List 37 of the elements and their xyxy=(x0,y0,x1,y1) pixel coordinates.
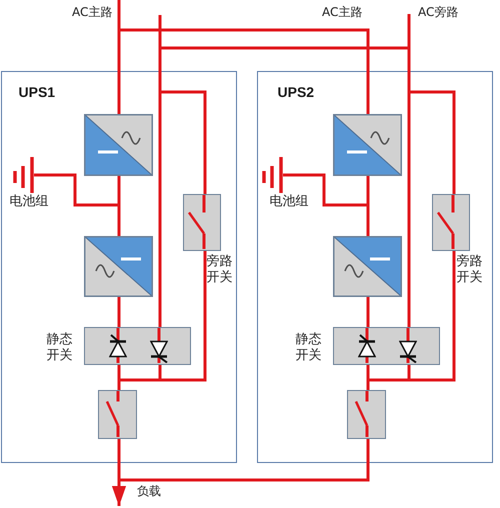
inverter-block xyxy=(332,236,402,296)
arrow xyxy=(112,439,370,506)
output-switch xyxy=(346,390,386,438)
ups-label: UPS2 xyxy=(278,84,314,101)
power-line xyxy=(283,174,370,236)
ups-label: UPS1 xyxy=(18,84,56,101)
component-label: 旁路开关 xyxy=(206,254,232,286)
output-switch xyxy=(98,390,136,438)
battery-symbol xyxy=(12,156,34,192)
ups-panel xyxy=(1,71,237,463)
line-label: 负载 xyxy=(137,484,161,499)
component-label: 电池组 xyxy=(270,194,308,210)
ups-panel xyxy=(257,71,493,463)
line-label: AC主路 xyxy=(322,5,362,20)
power-line xyxy=(34,174,120,236)
power-line xyxy=(158,14,410,328)
static-switch-panel xyxy=(332,326,440,364)
bypass-switch xyxy=(182,194,220,250)
rectifier-block xyxy=(332,114,402,176)
bypass-switch xyxy=(432,194,470,250)
component-label: 电池组 xyxy=(10,194,48,210)
battery-symbol xyxy=(262,156,282,192)
power-line xyxy=(409,90,456,194)
rectifier-block xyxy=(84,114,152,176)
power-line xyxy=(119,28,370,114)
static-switch-panel xyxy=(84,326,190,364)
power-line xyxy=(118,297,120,327)
component-label: 静态开关 xyxy=(46,332,72,364)
power-line xyxy=(160,90,206,194)
power-line xyxy=(118,0,120,114)
inverter-block xyxy=(84,236,152,296)
power-line xyxy=(408,14,410,327)
line-label: AC主路 xyxy=(72,5,112,20)
component-label: 旁路开关 xyxy=(456,254,482,286)
line-label: AC旁路 xyxy=(418,5,458,20)
power-line xyxy=(366,297,370,327)
component-label: 静态开关 xyxy=(296,332,322,364)
